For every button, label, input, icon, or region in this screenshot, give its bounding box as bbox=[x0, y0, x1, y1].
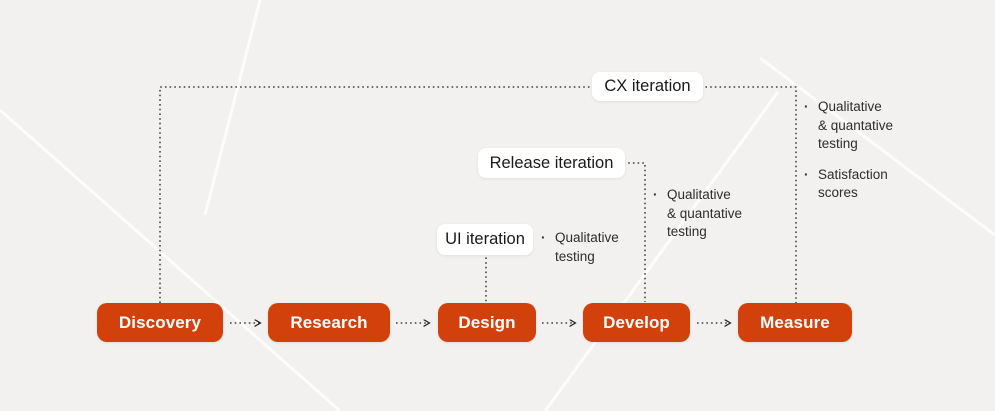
bullet-dot-icon bbox=[804, 166, 818, 203]
note-item: Qualitative testing bbox=[541, 229, 651, 266]
note-text: Qualitative testing bbox=[555, 230, 619, 264]
note-measure: Qualitative & quantative testing Satisfa… bbox=[804, 98, 934, 203]
note-item: Qualitative & quantative testing bbox=[804, 98, 934, 154]
ui-iteration-label: UI iteration bbox=[437, 224, 533, 255]
cx-iteration-loop-path bbox=[159, 86, 797, 303]
note-item: Qualitative & quantative testing bbox=[653, 186, 773, 242]
stage-develop: Develop bbox=[583, 303, 690, 342]
note-design: Qualitative testing bbox=[541, 229, 651, 266]
note-text: Qualitative & quantative testing bbox=[818, 99, 894, 151]
note-develop: Qualitative & quantative testing bbox=[653, 186, 773, 242]
stage-research: Research bbox=[268, 303, 390, 342]
release-iteration-label: Release iteration bbox=[478, 148, 625, 178]
bullet-dot-icon bbox=[541, 229, 555, 266]
stage-measure: Measure bbox=[738, 303, 852, 342]
note-item: Satisfaction scores bbox=[804, 166, 934, 203]
note-text: Qualitative & quantative testing bbox=[667, 187, 743, 239]
cx-iteration-label: CX iteration bbox=[592, 72, 703, 101]
note-text: Satisfaction scores bbox=[818, 166, 888, 201]
bullet-dot-icon bbox=[804, 98, 818, 154]
stage-design: Design bbox=[438, 303, 536, 342]
bullet-dot-icon bbox=[653, 186, 667, 242]
stage-discovery: Discovery bbox=[97, 303, 223, 342]
